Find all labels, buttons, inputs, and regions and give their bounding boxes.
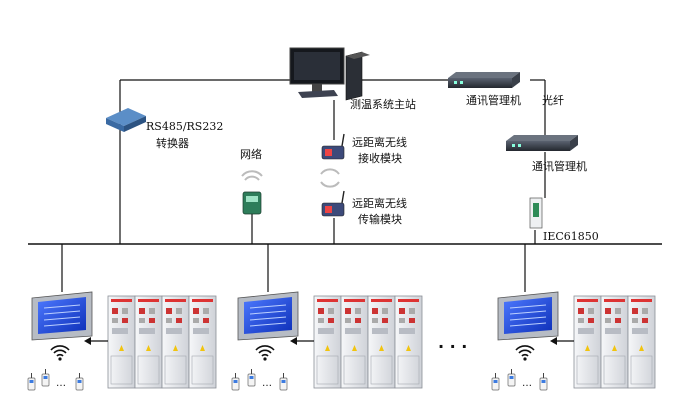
- wifi-icon-2: [255, 345, 275, 362]
- gateway-wifi-icon: [241, 170, 263, 181]
- comm-manager-mid: [506, 135, 578, 151]
- sensor-dots-2: …: [262, 378, 272, 389]
- switchgear-1: [107, 295, 217, 389]
- fiber-label: 光纤: [542, 93, 564, 107]
- comm-manager-top: [448, 72, 520, 88]
- gateway-device-icon: [242, 191, 262, 215]
- converter-label-2: 转换器: [156, 136, 189, 150]
- wireless-link-icon: [320, 168, 340, 188]
- wifi-icon-3: [515, 345, 535, 362]
- display-panel-3: [497, 291, 559, 341]
- display-panel-2: [237, 291, 299, 341]
- protocol-label: IEC61850: [543, 230, 599, 243]
- switchgear-2: [313, 295, 423, 389]
- comm-manager-top-label: 通讯管理机: [466, 93, 521, 107]
- rx-label-2: 接收模块: [358, 151, 402, 165]
- display-panel-1: [31, 291, 93, 341]
- sensor-dots-3: …: [522, 378, 532, 389]
- host-computer: [289, 47, 370, 101]
- iec-module-icon: [529, 197, 543, 229]
- arrow-3: [550, 337, 574, 345]
- converter-icon: [106, 108, 146, 132]
- rx-module-icon: [321, 133, 345, 160]
- tx-module-icon: [321, 190, 345, 217]
- tx-label-1: 远距离无线: [352, 196, 407, 210]
- converter-label-1: RS485/RS232: [146, 120, 223, 133]
- switchgear-3: [573, 295, 656, 389]
- sensor-group-2: [231, 368, 288, 391]
- arrow-1: [84, 337, 108, 345]
- connection-lines: [28, 79, 662, 292]
- sensor-group-3: [491, 368, 548, 391]
- group-ellipsis: . . .: [438, 333, 467, 352]
- host-label: 测温系统主站: [350, 97, 416, 111]
- rx-label-1: 远距离无线: [352, 135, 407, 149]
- gateway-label: 网络: [240, 147, 262, 161]
- sensor-dots-1: …: [56, 378, 66, 389]
- tx-label-2: 传输模块: [358, 212, 402, 226]
- arrow-2: [290, 337, 314, 345]
- comm-manager-mid-label: 通讯管理机: [532, 159, 587, 173]
- wifi-icon-1: [50, 345, 70, 362]
